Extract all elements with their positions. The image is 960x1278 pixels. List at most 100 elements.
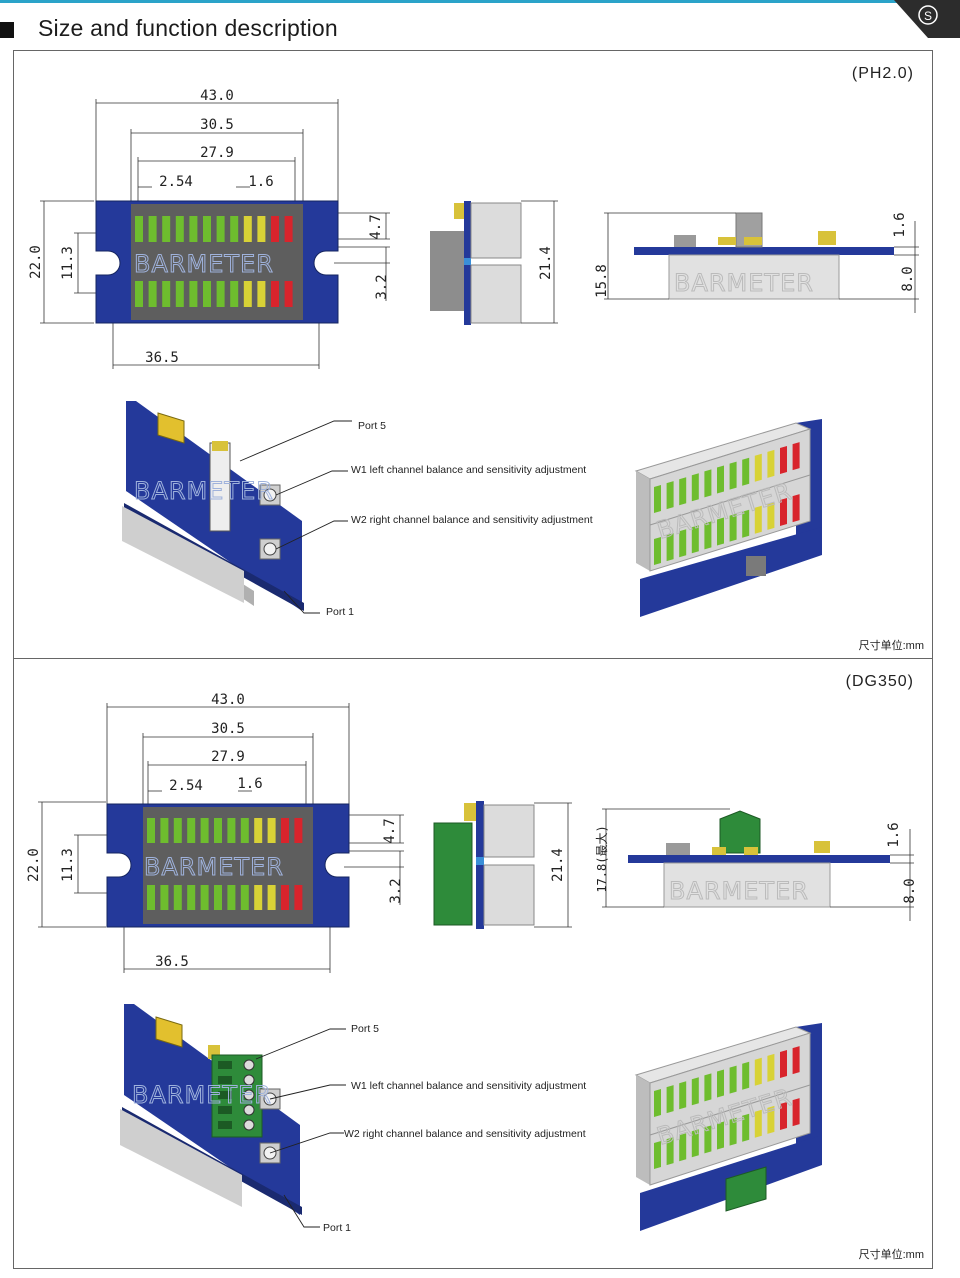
panel-ph20: (PH2.0) 尺寸单位:mm <box>13 50 933 660</box>
iso-led-segment <box>666 533 674 562</box>
iso-led-segment <box>754 505 762 534</box>
dim-gap: 1.6 <box>237 776 262 792</box>
iso-led-segment <box>666 481 674 510</box>
iso-led-segment <box>679 477 687 506</box>
top-view: BARMETER 17.8(最大) 1.6 8.0 <box>595 808 918 921</box>
iso-led-segment <box>679 529 687 558</box>
callout-port1: Port 1 <box>326 606 354 618</box>
page-title: Size and function description <box>38 15 338 41</box>
iso-led-segment <box>754 1057 762 1086</box>
led-row-top <box>135 216 293 242</box>
led-segment <box>162 281 171 307</box>
led-segment <box>230 216 239 242</box>
front-brand-logo: BARMETER <box>144 853 284 881</box>
terminal-screw <box>243 1089 255 1101</box>
dim-hole-spacing: 11.3 <box>60 246 76 280</box>
top-view: BARMETER 15.8 1.6 8.0 <box>594 212 919 313</box>
iso-led-segment <box>666 1137 674 1166</box>
iso-led-segment <box>729 1065 737 1094</box>
dim-total-height: 15.8 <box>594 264 610 298</box>
terminal-screw <box>243 1059 255 1071</box>
iso-led-bars <box>654 1046 800 1169</box>
callout-w2: W2 right channel balance and sensitivity… <box>351 514 593 526</box>
led-segment <box>160 885 169 910</box>
terminal-screw <box>243 1119 255 1131</box>
iso-led-bars <box>654 442 800 565</box>
led-segment <box>214 818 222 843</box>
dim-height: 22.0 <box>28 245 44 279</box>
iso-led-segment <box>754 453 762 482</box>
led-segment <box>200 818 209 843</box>
led-segment <box>227 885 236 910</box>
iso-led-segment <box>691 473 699 502</box>
led-segment <box>227 818 236 843</box>
iso-brand-logo: BARMETER <box>134 477 274 505</box>
led-segment <box>216 216 225 242</box>
dim-gap: 1.6 <box>248 174 273 190</box>
iso-led-segment <box>742 1061 750 1090</box>
top-brand-logo: BARMETER <box>669 877 809 905</box>
led-segment <box>281 818 289 843</box>
led-segment <box>135 216 143 242</box>
corner-letter: S <box>924 9 932 23</box>
led-segment <box>147 818 155 843</box>
iso-led-segment <box>691 525 699 554</box>
iso-led-segment <box>792 442 800 471</box>
model-label: (PH2.0) <box>851 65 914 82</box>
dim-pcb-thickness: 1.6 <box>892 212 908 237</box>
led-row-bottom <box>135 281 293 307</box>
terminal-block-screws <box>218 1059 255 1131</box>
led-segment <box>200 885 209 910</box>
led-segment <box>284 216 293 242</box>
iso-led-segment <box>742 457 750 486</box>
led-segment <box>173 818 182 843</box>
iso-front-view: BARMETER <box>634 419 822 617</box>
top-accent-line <box>0 0 960 3</box>
dim-pcb-thickness: 1.6 <box>886 822 902 847</box>
dim-bottom-width: 36.5 <box>155 954 189 970</box>
iso-led-segment <box>792 1046 800 1075</box>
led-segment <box>173 885 182 910</box>
led-segment <box>147 885 155 910</box>
led-segment <box>294 885 303 910</box>
led-segment <box>175 281 184 307</box>
led-segment <box>187 818 196 843</box>
iso-led-segment <box>654 1089 661 1117</box>
dim-window-width: 30.5 <box>211 721 245 737</box>
iso-led-segment <box>742 509 750 538</box>
iso-brand-logo: BARMETER <box>132 1081 272 1109</box>
led-segment <box>257 216 266 242</box>
header-square-bullet <box>0 22 14 38</box>
iso-led-segment <box>679 1081 687 1110</box>
dim-pitch: 2.54 <box>159 174 193 190</box>
led-segment <box>271 281 279 307</box>
led-segment <box>267 885 276 910</box>
dim-bottom-width: 36.5 <box>145 350 179 366</box>
iso-led-segment <box>767 501 775 530</box>
iso-led-segment <box>704 1073 712 1102</box>
dim-housing-height: 8.0 <box>900 266 916 291</box>
led-segment <box>230 281 239 307</box>
iso-led-segment <box>654 485 661 513</box>
dg350-drawings: 43.0 30.5 27.9 2.54 1.6 22.0 11.3 4.7 3.… <box>26 692 918 1234</box>
led-segment <box>189 281 198 307</box>
dim-hole-spacing: 11.3 <box>60 848 76 882</box>
corner-tab: S <box>894 0 960 38</box>
dim-led-height: 4.7 <box>382 818 398 843</box>
front-brand-logo: BARMETER <box>134 250 274 278</box>
iso-led-segment <box>717 1069 724 1098</box>
iso-led-segment <box>717 517 724 546</box>
terminal-screw <box>243 1104 255 1116</box>
iso-led-segment <box>717 465 724 494</box>
iso-front-view: BARMETER <box>634 1023 822 1231</box>
iso-led-segment <box>654 537 661 565</box>
dim-overall-width: 43.0 <box>211 692 245 708</box>
led-segment <box>148 281 157 307</box>
led-row-top <box>147 818 303 843</box>
iso-led-segment <box>767 449 775 478</box>
unit-note: 尺寸单位:mm <box>858 640 924 652</box>
dim-total-height: 17.8(最大) <box>595 825 609 892</box>
led-segment <box>189 216 198 242</box>
iso-led-segment <box>717 1121 724 1150</box>
dim-depth: 21.4 <box>538 246 554 280</box>
